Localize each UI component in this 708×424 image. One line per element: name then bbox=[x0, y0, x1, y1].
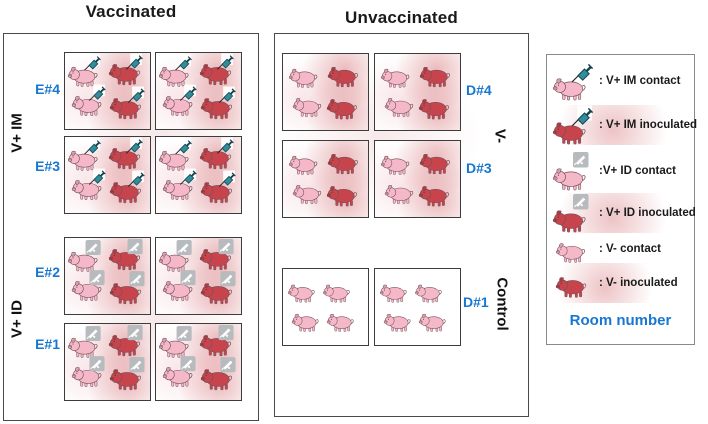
pen-e1-right bbox=[155, 323, 242, 401]
pink-pig-syringe-icon bbox=[552, 61, 594, 101]
pen-d3-left bbox=[282, 140, 369, 218]
room-label-e4: E#4 bbox=[35, 81, 60, 97]
legend-label: : V- inoculated bbox=[599, 277, 678, 289]
pen-e3-left bbox=[64, 136, 151, 214]
group-label-control: Control bbox=[493, 277, 511, 331]
room-label-e3: E#3 bbox=[35, 158, 60, 174]
pink-pig-id-injector-icon bbox=[552, 151, 590, 191]
legend-item-vid-inoculated: : V+ ID inoculated bbox=[552, 193, 696, 233]
pen-d4-left bbox=[282, 53, 369, 131]
legend-label: : V- contact bbox=[599, 243, 661, 255]
pen-d4-right bbox=[374, 53, 461, 131]
room-label-e2: E#2 bbox=[35, 264, 60, 280]
room-label-d3: D#3 bbox=[466, 160, 492, 176]
red-pig-icon bbox=[555, 277, 587, 298]
pen-d1-right bbox=[374, 268, 461, 346]
room-label-d4: D#4 bbox=[466, 82, 492, 98]
pen-d3-right bbox=[374, 140, 461, 218]
legend-label: : V+ ID inoculated bbox=[599, 207, 696, 219]
legend-item-vid-contact: :V+ ID contact bbox=[552, 151, 676, 191]
pen-e4-left bbox=[64, 52, 151, 130]
legend-label: : V+ IM inoculated bbox=[599, 119, 698, 131]
legend-label: :V+ ID contact bbox=[599, 165, 677, 177]
pen-e3-right bbox=[155, 136, 242, 214]
legend-item-vim-contact: : V+ IM contact bbox=[552, 61, 680, 101]
legend-label: : V+ IM contact bbox=[599, 75, 681, 87]
room-label-e1: E#1 bbox=[35, 336, 60, 352]
room-label-d1: D#1 bbox=[463, 294, 489, 310]
pen-d1-left bbox=[282, 268, 369, 346]
red-pig-syringe-icon bbox=[552, 105, 594, 145]
unvaccinated-title: Unvaccinated bbox=[345, 8, 458, 27]
group-label-v-plus-id: V+ ID bbox=[8, 300, 26, 338]
pen-e2-right bbox=[155, 237, 242, 315]
group-label-v-minus: V- bbox=[491, 128, 509, 144]
vaccinated-title: Vaccinated bbox=[85, 2, 177, 21]
red-pig-id-injector-icon bbox=[552, 193, 590, 233]
legend-footer-room-number: Room number bbox=[569, 312, 672, 329]
pen-e2-left bbox=[64, 237, 151, 315]
pen-e1-left bbox=[64, 323, 151, 401]
pen-e4-right bbox=[155, 52, 242, 130]
group-label-v-plus-im: V+ IM bbox=[8, 113, 26, 153]
legend-item-vminus-contact: : V- contact bbox=[552, 229, 661, 269]
legend-item-vminus-inoculated: : V- inoculated bbox=[552, 263, 678, 303]
legend-item-vim-inoculated: : V+ IM inoculated bbox=[552, 105, 698, 145]
